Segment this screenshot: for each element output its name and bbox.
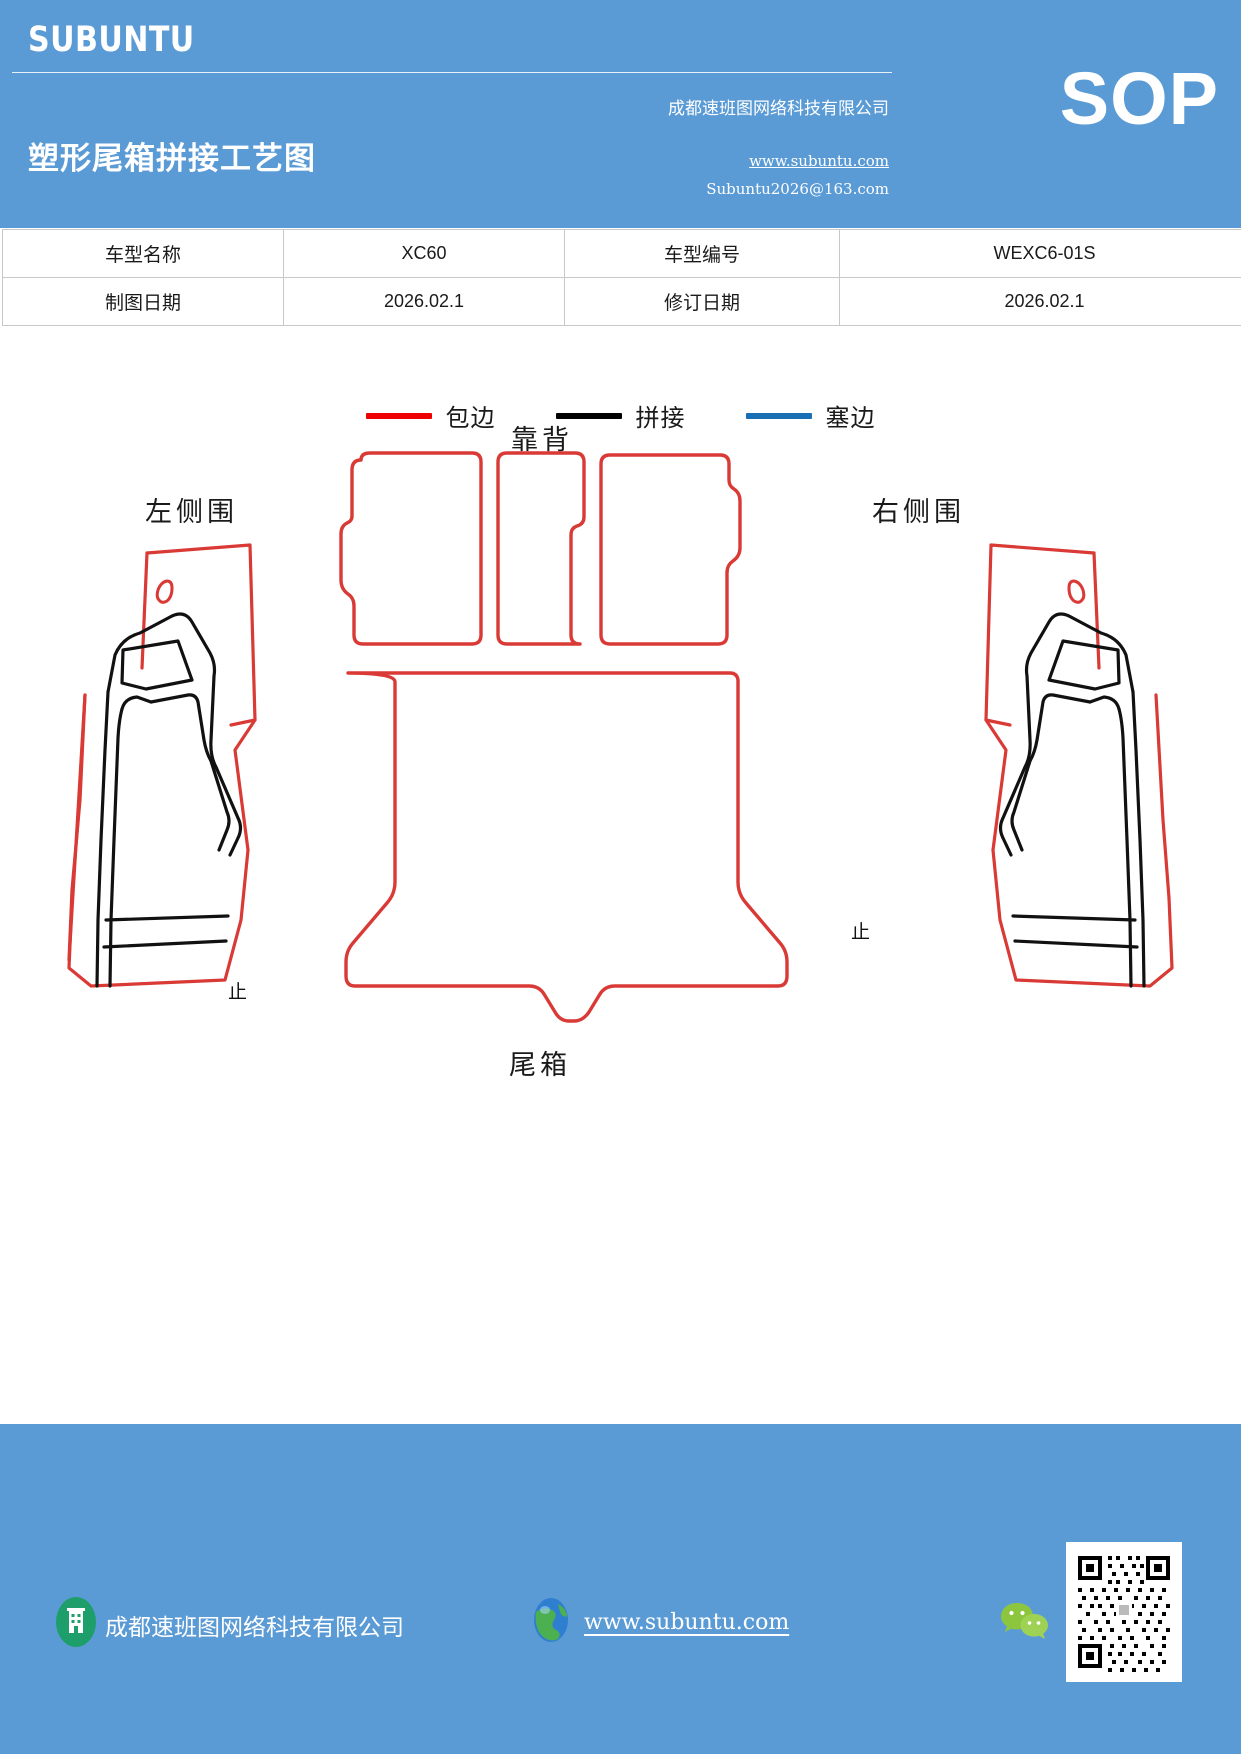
table-row: 车型名称 XC60 车型编号 WEXC6-01S <box>2 229 1241 278</box>
left-panel-seam-body-left <box>120 695 153 711</box>
pattern-drawing-svg: 止 止 <box>67 451 1174 1023</box>
right-panel-binding-upper-left <box>1092 551 1101 670</box>
part-label-right-side: 右侧围 <box>872 497 965 528</box>
right-panel-binding-upper <box>984 543 1096 727</box>
right-panel-seam-vert-a <box>1131 690 1146 988</box>
technical-drawing: 止 止 <box>0 420 1241 1100</box>
legend-label-splice: 拼接 <box>635 404 686 432</box>
right-panel-seam-body-left <box>1088 695 1121 711</box>
left-panel-seam-vert-b <box>108 707 124 988</box>
legend-swatch-red <box>365 412 432 419</box>
globe-icon <box>528 1596 574 1649</box>
left-panel-binding-upper <box>145 543 257 727</box>
vehicle-info-table: 车型名称 XC60 车型编号 WEXC6-01S 制图日期 2026.02.1 … <box>2 229 1241 326</box>
wechat-icon <box>1000 1600 1052 1649</box>
page-footer: 成都速班图网络科技有限公司 www.subuntu.com <box>0 1424 1241 1754</box>
footer-website-link[interactable]: www.subuntu.com <box>584 1610 790 1635</box>
left-side-panel-group <box>67 543 257 988</box>
right-panel-hole <box>1067 579 1086 604</box>
left-stop-mark: 止 <box>228 981 247 1003</box>
left-panel-seam-vert-a <box>95 690 110 988</box>
right-side-panel-group <box>984 543 1174 988</box>
label-draw-date: 制图日期 <box>2 277 284 326</box>
qr-code-icon <box>1066 1542 1182 1682</box>
part-label-trunk: 尾箱 <box>509 1050 571 1081</box>
header-company-name: 成都速班图网络科技有限公司 <box>668 99 889 119</box>
right-panel-seam-hem-1 <box>1011 914 1137 922</box>
backrest-panel-middle <box>496 451 586 646</box>
left-panel-seam-yoke <box>120 639 194 691</box>
footer-site[interactable]: www.subuntu.com <box>528 1596 789 1649</box>
backrest-panel-left <box>339 451 483 646</box>
right-panel-seam-vert-b <box>1117 707 1133 988</box>
header-email: Subuntu2026@163.com <box>706 180 889 198</box>
right-panel-seam-yoke <box>1047 639 1121 691</box>
left-panel-hole <box>155 579 174 604</box>
table-row: 制图日期 2026.02.1 修订日期 2026.02.1 <box>2 277 1241 326</box>
sop-badge: SOP <box>1059 57 1219 140</box>
value-model-name: XC60 <box>283 229 565 278</box>
legend-item-splice: 拼接 <box>555 398 686 433</box>
value-revise-date: 2026.02.1 <box>839 277 1241 326</box>
value-draw-date: 2026.02.1 <box>283 277 565 326</box>
left-panel-seam-inner <box>149 693 231 852</box>
legend-item-tuck: 塞边 <box>745 398 876 433</box>
left-panel-binding-left-run <box>70 693 87 900</box>
legend-swatch-black <box>555 412 622 419</box>
left-panel-seam-hem-2 <box>102 939 228 949</box>
header-website-link[interactable]: www.subuntu.com <box>749 152 889 170</box>
page-header: SUBUNTU 塑形尾箱拼接工艺图 成都速班图网络科技有限公司 www.subu… <box>0 0 1241 228</box>
right-panel-binding-diag <box>984 718 1008 852</box>
left-panel-binding-bottom <box>67 848 250 988</box>
part-label-left-side: 左侧围 <box>145 497 238 528</box>
legend: 包边 拼接 塞边 <box>0 398 1241 433</box>
brand-logo: SUBUNTU <box>28 20 195 60</box>
value-model-code: WEXC6-01S <box>839 229 1241 278</box>
building-icon <box>55 1596 97 1653</box>
backrest-panel-right <box>599 453 742 646</box>
left-panel-seam-hem-1 <box>104 914 230 922</box>
legend-label-binding: 包边 <box>445 404 496 432</box>
header-divider <box>12 72 892 73</box>
footer-company-name: 成都速班图网络科技有限公司 <box>105 1614 404 1641</box>
left-panel-seam-outer <box>106 612 243 857</box>
left-panel-binding-upper-left <box>140 551 149 670</box>
legend-swatch-blue <box>745 412 812 419</box>
legend-item-binding: 包边 <box>365 398 496 433</box>
right-panel-seam-inner <box>1010 693 1092 852</box>
label-model-name: 车型名称 <box>2 229 284 278</box>
right-panel-binding-left-run <box>1154 693 1171 900</box>
footer-company: 成都速班图网络科技有限公司 <box>55 1596 404 1653</box>
label-revise-date: 修订日期 <box>564 277 840 326</box>
right-stop-mark: 止 <box>851 921 870 943</box>
backrest-group <box>339 451 742 646</box>
part-label-backrest: 靠背 <box>511 425 573 456</box>
right-panel-binding-bottom <box>991 848 1174 988</box>
label-model-code: 车型编号 <box>564 229 840 278</box>
right-panel-seam-outer <box>998 612 1135 857</box>
left-panel-binding-diag <box>233 718 257 852</box>
legend-label-tuck: 塞边 <box>825 404 876 432</box>
right-panel-seam-hem-2 <box>1013 939 1139 949</box>
trunk-floor-outline <box>344 671 789 1023</box>
document-title: 塑形尾箱拼接工艺图 <box>28 141 316 177</box>
trunk-floor-group <box>344 671 789 1023</box>
